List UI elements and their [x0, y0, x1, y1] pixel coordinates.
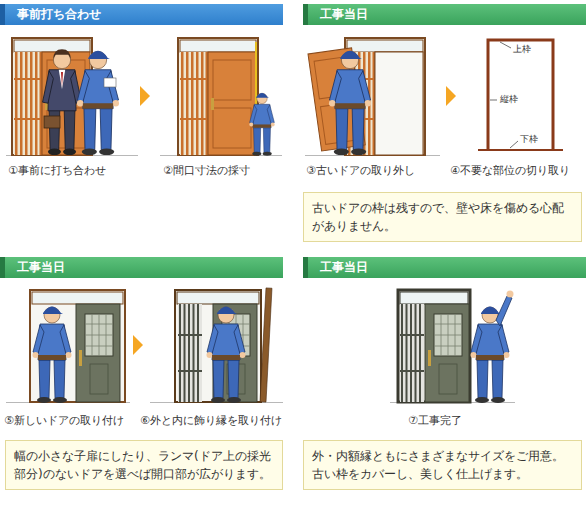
step-caption: ⑥外と内に飾り縁を取り付け	[140, 414, 282, 427]
part-name: 縦枠	[499, 94, 519, 105]
note-box: 外・内額縁ともにさまざまなサイズをご用意。古い枠をカバーし、美しく仕上げます。	[303, 440, 582, 490]
section-header: 工事当日	[303, 4, 586, 25]
node-text: 外・内額縁ともにさまざまなサイズをご用意。古い枠をカバーし、美しく仕上げます。	[312, 447, 573, 483]
node-text: 工事当日	[17, 257, 283, 278]
node-text: 工事当日	[320, 4, 586, 25]
note-box: 古いドアの枠は残すので、壁や床を傷める心配がありません。	[303, 192, 582, 242]
section-header: 事前打ち合わせ	[0, 4, 283, 25]
step-caption: ⑤新しいドアの取り付け	[4, 414, 124, 427]
part-name: 上枠	[512, 44, 532, 55]
node-text: 幅の小さな子扉にしたり、ランマ(ドア上の採光部分)のないドアを選べば開口部が広が…	[14, 447, 274, 483]
step-caption: ⑦工事完了	[408, 414, 462, 427]
part-name: 下枠	[519, 134, 539, 145]
step-caption: ①事前に打ち合わせ	[8, 164, 106, 177]
note-box: 幅の小さな子扉にしたり、ランマ(ドア上の採光部分)のないドアを選べば開口部が広が…	[5, 440, 283, 490]
section-header: 工事当日	[0, 257, 283, 278]
section-header: 工事当日	[303, 257, 586, 278]
step-caption: ②間口寸法の採寸	[163, 164, 250, 177]
node-text: 工事当日	[320, 257, 586, 278]
node-text: 古いドアの枠は残すので、壁や床を傷める心配がありません。	[312, 199, 573, 235]
step-caption: ③古いドアの取り外し	[306, 164, 415, 177]
step-caption: ④不要な部位の切り取り	[450, 164, 570, 177]
node-text: 事前打ち合わせ	[17, 4, 283, 25]
